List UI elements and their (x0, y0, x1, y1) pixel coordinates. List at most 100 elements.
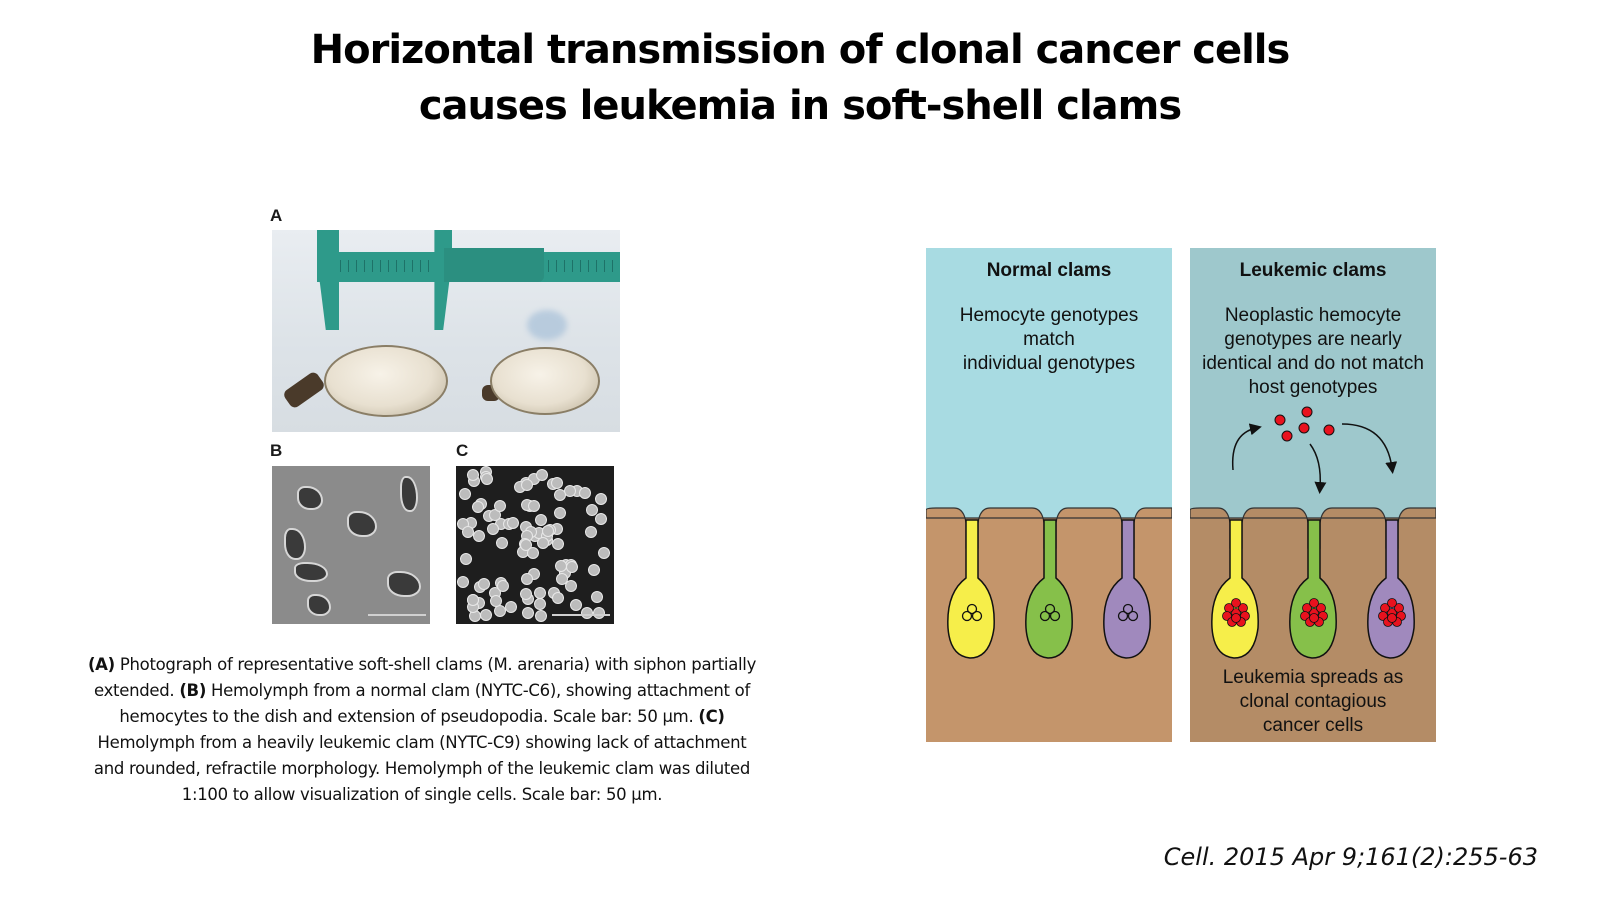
panel-normal-clams: Normal clams Hemocyte genotypes match in… (926, 248, 1172, 742)
normal-text-line: individual genotypes (962, 353, 1136, 374)
citation: Cell. 2015 Apr 9;161(2):255-63 (1163, 843, 1538, 871)
title-line-1: Horizontal transmission of clonal cancer… (310, 27, 1291, 73)
caption-a-text: Photograph of representative soft-shell … (94, 655, 757, 700)
caliper-slider (444, 248, 544, 282)
rounded-cell (579, 487, 591, 499)
rounded-cell (585, 526, 597, 538)
normal-heading: Normal clams (986, 260, 1112, 281)
rounded-cell (566, 561, 578, 573)
clam-purple-infected (1367, 519, 1415, 659)
rounded-cell (467, 594, 479, 606)
rounded-cell (473, 530, 485, 542)
clam-green-infected (1289, 519, 1337, 659)
rounded-cell (536, 469, 548, 481)
conclusion-line: cancer cells (1262, 715, 1364, 736)
rounded-cell (537, 537, 549, 549)
rounded-cell (554, 507, 566, 519)
panel-label-a: A (270, 206, 283, 225)
caption-a-label: (A) (87, 655, 115, 674)
micrograph-normal-hemocytes (272, 466, 430, 624)
hemocyte (284, 528, 306, 560)
rounded-cell (535, 514, 547, 526)
rounded-cell (505, 601, 517, 613)
rounded-cell (472, 501, 484, 513)
free-cancer-cells (1274, 406, 1335, 442)
rounded-cell (556, 573, 568, 585)
rounded-cell (481, 473, 493, 485)
rounded-cell (494, 605, 506, 617)
caption-b-label: (B) (179, 681, 207, 700)
cancer-cell-clusters (1222, 598, 1406, 627)
rounded-cell (527, 547, 539, 559)
rounded-cell (593, 607, 605, 619)
rounded-cell (570, 599, 582, 611)
hemocyte (387, 571, 421, 597)
hemocyte (307, 594, 331, 616)
clam-left (324, 345, 448, 417)
leukemic-text-line: Neoplastic hemocyte (1224, 305, 1402, 326)
caption-b-text: Hemolymph from a normal clam (NYTC-C6), … (119, 681, 750, 726)
rounded-cell (581, 607, 593, 619)
rounded-cell (521, 573, 533, 585)
caption-c-text: Hemolymph from a heavily leukemic clam (… (93, 733, 751, 804)
rounded-cell (586, 504, 598, 516)
hemocyte (297, 486, 323, 510)
rounded-cell (490, 595, 502, 607)
panel-leukemic-clams: Leukemic clams Neoplastic hemocyte genot… (1190, 248, 1436, 742)
clam-yellow (947, 519, 995, 659)
panel-label-c: C (456, 441, 469, 460)
leukemic-text-line: identical and do not match (1202, 353, 1424, 374)
micrograph-leukemic-hemocytes (456, 466, 614, 624)
caption-c-label: (C) (698, 707, 725, 726)
rounded-cell (535, 610, 547, 622)
title-line-2: causes leukemia in soft-shell clams (418, 83, 1182, 129)
clam-right (490, 347, 600, 415)
rounded-cell (467, 469, 479, 481)
rounded-cell (459, 488, 471, 500)
rounded-cell (457, 576, 469, 588)
conclusion-line: clonal contagious (1239, 691, 1387, 712)
leukemic-heading: Leukemic clams (1239, 260, 1387, 281)
clam-purple (1103, 519, 1151, 659)
rounded-cell (598, 547, 610, 559)
rounded-cell (497, 580, 509, 592)
rounded-cell (534, 587, 546, 599)
leukemic-text-line: host genotypes (1248, 377, 1378, 398)
normal-description: Hemocyte genotypes match individual geno… (926, 304, 1172, 376)
normal-text-line: Hemocyte genotypes (959, 305, 1139, 326)
rounded-cell (552, 538, 564, 550)
normal-clams-illustration (926, 507, 1172, 659)
rounded-cell (494, 500, 506, 512)
rounded-cell (480, 609, 492, 621)
clam-green (1025, 519, 1073, 659)
leukemic-clams-illustration (1190, 406, 1436, 659)
rounded-cell (534, 598, 546, 610)
rounded-cell (552, 592, 564, 604)
normal-text-line: match (1023, 329, 1075, 350)
rounded-cell (487, 523, 499, 535)
rounded-cell (521, 479, 533, 491)
rounded-cell (460, 553, 472, 565)
rounded-cell (507, 517, 519, 529)
siphon (281, 370, 327, 410)
stain (527, 310, 567, 340)
clam-yellow-infected (1211, 519, 1259, 659)
scale-bar (368, 614, 426, 616)
rounded-cell (496, 537, 508, 549)
hemocyte (294, 562, 328, 582)
rounded-cell (565, 580, 577, 592)
hemocyte (400, 476, 418, 512)
rounded-cell (554, 489, 566, 501)
hemocyte (347, 511, 377, 537)
rounded-cell (478, 578, 490, 590)
clam-photograph (272, 230, 620, 432)
caliper-jaw-fixed (317, 230, 339, 330)
rounded-cell (591, 591, 603, 603)
figure-caption: (A) Photograph of representative soft-sh… (82, 652, 762, 808)
panel-label-b: B (270, 441, 283, 460)
rounded-cell (588, 564, 600, 576)
leukemic-text-line: genotypes are nearly (1224, 329, 1402, 350)
scale-bar (552, 614, 610, 616)
conclusion-line: Leukemia spreads as (1222, 667, 1404, 688)
leukemic-description: Neoplastic hemocyte genotypes are nearly… (1190, 304, 1436, 400)
